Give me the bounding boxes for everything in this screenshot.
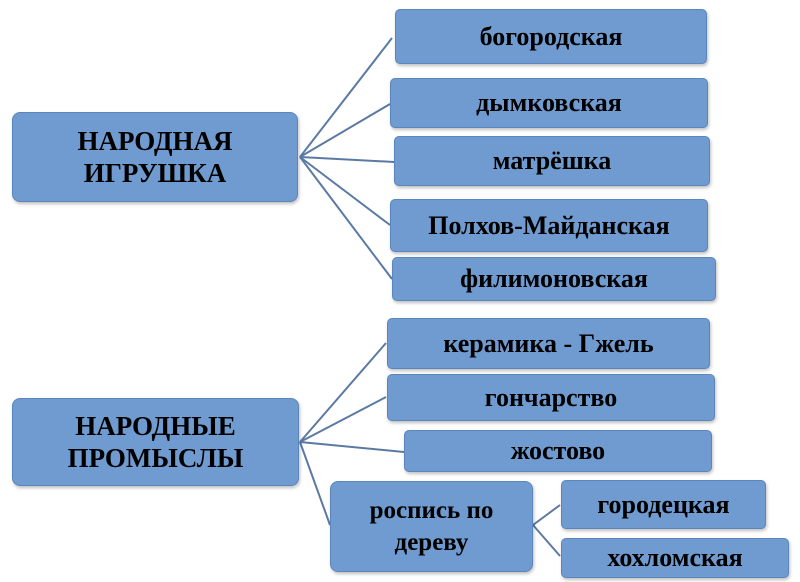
root-node-line2: ПРОМЫСЛЫ [67, 443, 244, 473]
root-node-line2: ИГРУШКА [83, 158, 227, 188]
connector-line [532, 524, 561, 557]
leaf-node-dymkovskaya: дымковская [390, 78, 708, 128]
connector-line [299, 441, 405, 453]
connector-line [299, 156, 395, 163]
leaf-node-khokhlomskaya: хохломская [561, 538, 789, 578]
connector-line [299, 156, 393, 280]
leaf-node-filimonovskaya: филимоновская [392, 257, 716, 301]
leaf-node-polkhov-maydanskaya: Полхов-Майданская [390, 199, 708, 252]
leaf-node-matryoshka: матрёшка [394, 136, 710, 186]
connector-line [299, 156, 391, 226]
mid-node-line1: роспись по [369, 496, 494, 524]
leaf-node-zhostovo: жостово [404, 430, 712, 472]
leaf-node-pottery: гончарство [387, 374, 715, 421]
connector-line [299, 103, 391, 158]
mid-node-wood-painting: роспись по дереву [330, 481, 533, 572]
root-node-folk-crafts: НАРОДНЫЕ ПРОМЫСЛЫ [12, 398, 299, 486]
root-node-folk-toy: НАРОДНАЯ ИГРУШКА [12, 112, 298, 202]
mid-node-line2: дереву [394, 528, 469, 556]
connector-line [299, 441, 331, 526]
leaf-node-bogorodskaya: богородская [395, 9, 707, 64]
root-node-line1: НАРОДНАЯ [77, 126, 233, 156]
connector-line [299, 396, 387, 443]
connector-line [532, 504, 561, 526]
connector-line [299, 342, 387, 443]
root-node-line1: НАРОДНЫЕ [75, 411, 236, 441]
leaf-node-gorodetskaya: городецкая [561, 480, 766, 529]
connector-line [299, 37, 393, 158]
leaf-node-ceramics-gzhel: керамика - Гжель [387, 318, 710, 369]
